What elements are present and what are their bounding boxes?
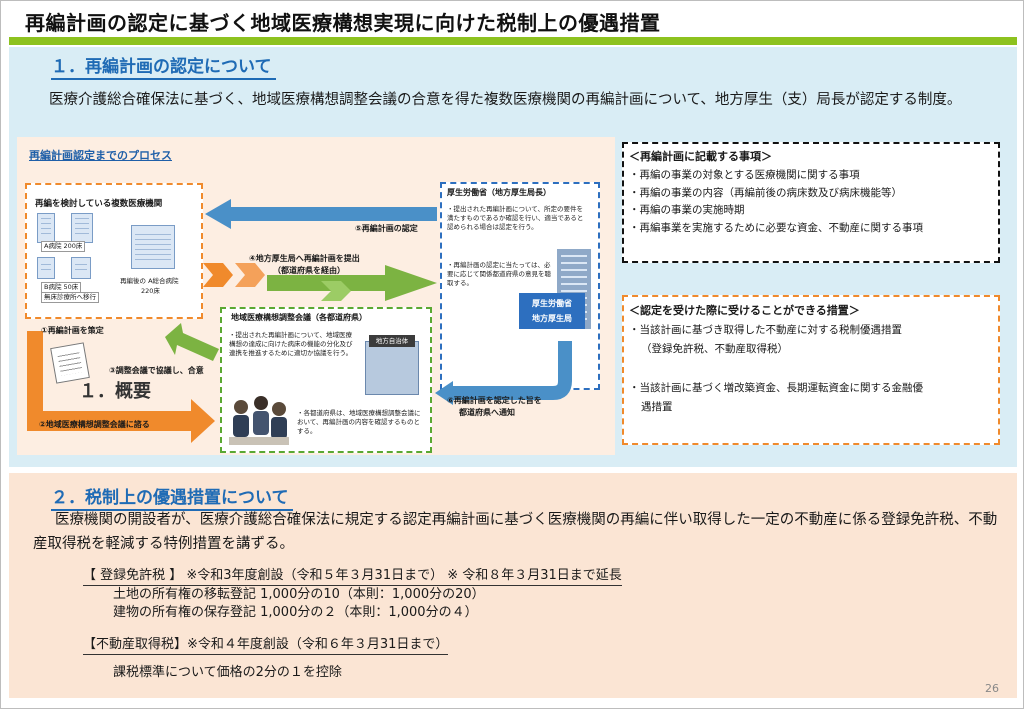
section1-heading: １．再編計画の認定について <box>51 52 276 80</box>
process-title: 再編計画認定までのプロセス <box>29 149 172 162</box>
plan-items-list: ・再編の事業の対象とする医療機関に関する事項 ・再編の事業の内容（再編前後の病床… <box>629 167 923 237</box>
step1-label: ①再編計画を策定 <box>41 326 104 335</box>
plan-items-title: ＜再編計画に記載する事項＞ <box>629 150 772 163</box>
section2-heading: ２．税制上の優遇措置について <box>51 483 293 511</box>
step2-label: ②地域医療構想調整会議に諮る <box>39 420 150 429</box>
mhlw-text-2: ・再編計画の認定に当たっては、必要に応じて関係都道府県の意見を聴取する。 <box>447 261 551 287</box>
hospital-a-building-icon-2 <box>71 213 93 243</box>
registration-tax-heading: 【 登録免許税 】 ※令和3年度創設（令和５年３月31日まで） ※ 令和８年３月… <box>83 567 622 586</box>
council-text-2: ・各都道府県は、地域医療構想調整会議において、再編計画の内容を確認するものとする… <box>297 409 421 435</box>
council-text-1: ・提出された再編計画について、地域医療構想の達成に向けた病床の機能の分化及び連携… <box>229 331 353 357</box>
merged-hospital-sub: 220床 <box>139 287 162 296</box>
merged-hospital-building-icon <box>131 225 175 269</box>
merged-hospital-label: 再編後の A総合病院 <box>118 277 181 286</box>
hospital-b-building-icon <box>37 257 55 279</box>
hospital-b-building-icon-2 <box>71 257 91 279</box>
hospital-b-sub: 無床診療所へ移行 <box>41 292 99 303</box>
benefit-item2-line1: ・当該計画に基づく増改築資金、長期運転資金に関する金融優 <box>629 382 923 394</box>
step6-label-line1: ⑥再編計画を認定した旨を <box>447 396 542 405</box>
benefit-item2-line2: 遇措置 <box>641 401 673 413</box>
step3-label: ③調整会議で協議し、合意 <box>109 366 204 375</box>
plan-item: ・再編の事業の内容（再編前後の病床数及び病床機能等） <box>629 186 902 199</box>
title-rule <box>9 37 1017 45</box>
step4-label-line2: （都道府県を経由） <box>273 266 345 275</box>
step4-label-line1: ④地方厚生局へ再編計画を提出 <box>249 254 360 263</box>
benefits-box <box>622 295 1000 445</box>
prefecture-building-icon <box>365 341 419 395</box>
plan-item: ・再編の事業の対象とする医療機関に関する事項 <box>629 169 860 181</box>
plan-item: ・再編の事業の実施時期 <box>629 204 745 216</box>
registration-tax-line2: 建物の所有権の保存登記 1,000分の２（本則：1,000分の４） <box>113 605 478 620</box>
acquisition-tax-heading: 【不動産取得税】※令和４年度創設（令和６年３月31日まで） <box>83 636 449 655</box>
mhlw-sign-line2: 地方厚生局 <box>532 314 572 323</box>
hospitals-title: 再編を検討している複数医療機関 <box>35 199 163 209</box>
benefits-title: ＜認定を受けた際に受けることができる措置＞ <box>629 304 860 317</box>
section2-body: 医療機関の開設者が、医療介護総合確保法に規定する認定再編計画に基づく医療機関の再… <box>33 512 998 552</box>
section1-body: 医療介護総合確保法に基づく、地域医療構想調整会議の合意を得た複数医療機関の再編計… <box>49 92 962 108</box>
step6-label-line2: 都道府県へ通知 <box>459 408 515 417</box>
benefit-item1-line1: ・当該計画に基づき取得した不動産に対する税制優遇措置 <box>629 324 902 336</box>
hospital-a-label: A病院 200床 <box>41 241 86 252</box>
hospital-a-building-icon <box>37 213 55 243</box>
acquisition-tax-line1: 課税標準について価格の2分の１を控除 <box>113 665 342 680</box>
prefecture-sign: 地方自治体 <box>369 335 415 347</box>
plan-items-box <box>622 142 1000 263</box>
council-title: 地域医療構想調整会議（各都道府県） <box>231 313 367 322</box>
mhlw-sign-line1: 厚生労働省 <box>532 299 572 308</box>
registration-tax-line1: 土地の所有権の移転登記 1,000分の10（本則：1,000分の20） <box>113 587 485 602</box>
plan-item: ・再編事業を実施するために必要な資金、不動産に関する事項 <box>629 221 923 234</box>
page-title: 再編計画の認定に基づく地域医療構想実現に向けた税制上の優遇措置 <box>25 11 661 35</box>
benefit-item1-line2: （登録免許税、不動産取得税） <box>641 343 788 355</box>
page-number: 26 <box>985 682 999 695</box>
mhlw-sign: 厚生労働省 地方厚生局 <box>519 293 585 329</box>
meeting-people-icon <box>229 396 289 445</box>
step5-label: ⑤再編計画の認定 <box>355 224 418 233</box>
mhlw-title: 厚生労働省（地方厚生局長） <box>447 188 551 197</box>
mhlw-text-1: ・提出された再編計画について、所定の要件を満たすものであるか確認を行い、適当であ… <box>447 205 584 231</box>
overview-tag: １．概要 <box>79 381 151 402</box>
